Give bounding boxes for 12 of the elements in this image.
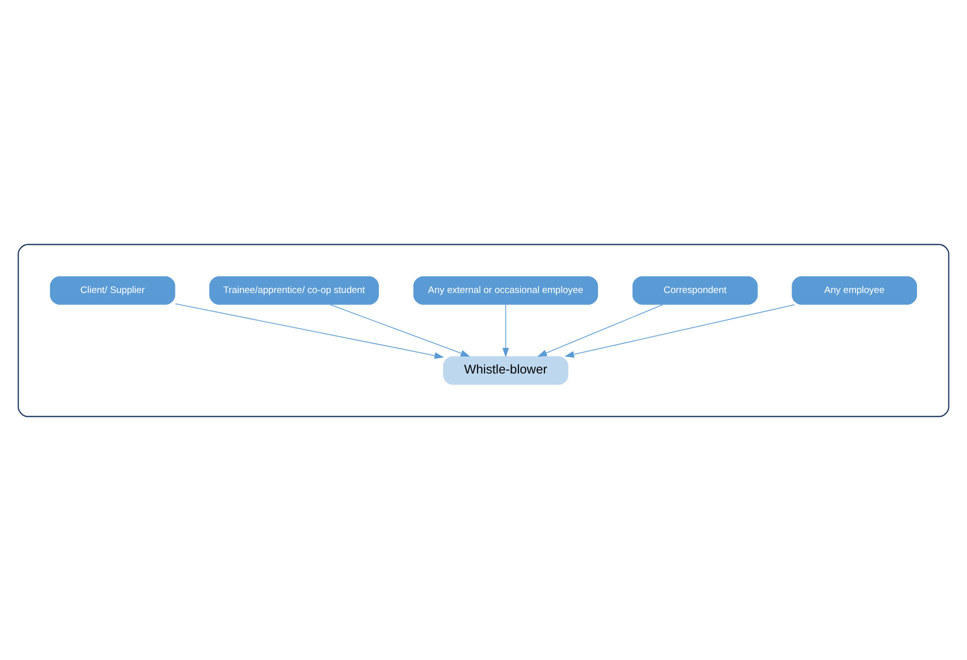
cluster xyxy=(18,243,950,417)
node-box: Trainee/apprentice/ co-op student xyxy=(209,276,379,304)
node-box: Any employee xyxy=(792,276,918,304)
arrow xyxy=(502,304,510,357)
arrow xyxy=(330,304,470,356)
node-box: Whistle-blower xyxy=(443,356,568,384)
arrow xyxy=(564,304,795,358)
node-box: Client/ Supplier xyxy=(50,276,176,304)
node-box: Any external or occasional employee xyxy=(413,276,598,304)
arrow xyxy=(174,302,444,358)
node-box: Correspondent xyxy=(632,276,758,304)
arrow xyxy=(537,304,663,356)
